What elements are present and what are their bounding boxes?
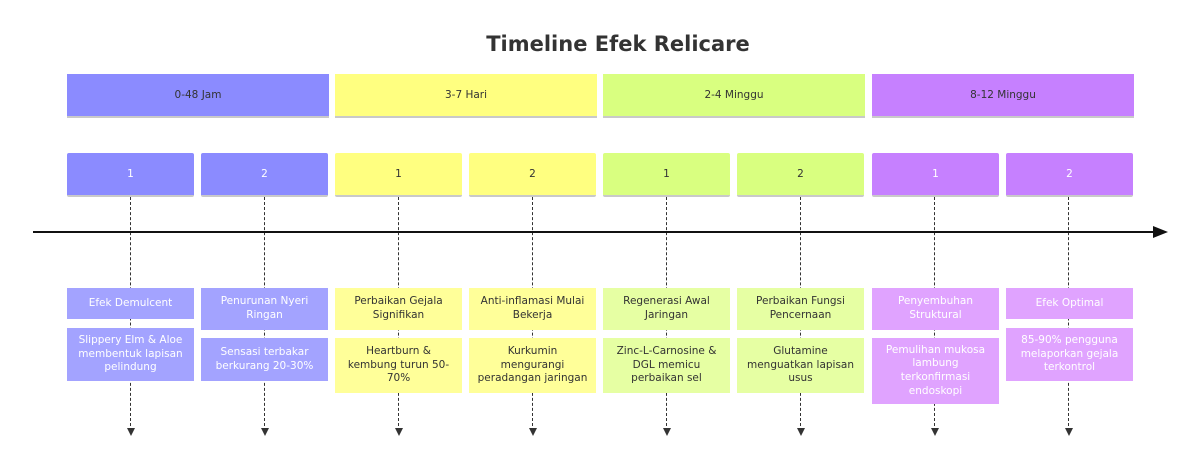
event-box: Efek Optimal — [1006, 288, 1133, 319]
period-box: 2 — [1006, 153, 1133, 197]
event-box: Perbaikan Gejala Signifikan — [335, 288, 462, 330]
diagram-title: Timeline Efek Relicare — [486, 32, 750, 56]
connector-arrowhead — [663, 428, 671, 436]
section-header-8-12-minggu: 8-12 Minggu — [872, 74, 1134, 118]
connector-arrowhead — [261, 428, 269, 436]
period-box: 1 — [335, 153, 462, 197]
event-box: Sensasi terbakar berkurang 20-30% — [201, 338, 328, 381]
connector-arrowhead — [1065, 428, 1073, 436]
section-header-0-48-jam: 0-48 Jam — [67, 74, 329, 118]
event-box: Heartburn & kembung turun 50-70% — [335, 338, 462, 393]
event-box: Anti-inflamasi Mulai Bekerja — [469, 288, 596, 330]
period-box: 1 — [872, 153, 999, 197]
event-box: Regenerasi Awal Jaringan — [603, 288, 730, 330]
event-box: Kurkumin mengurangi peradangan jaringan — [469, 338, 596, 393]
period-box: 2 — [469, 153, 596, 197]
connector-arrowhead — [797, 428, 805, 436]
event-box: Penyembuhan Struktural — [872, 288, 999, 330]
period-box: 1 — [603, 153, 730, 197]
connector-arrowhead — [127, 428, 135, 436]
section-header-2-4-minggu: 2-4 Minggu — [603, 74, 865, 118]
period-box: 2 — [737, 153, 864, 197]
connector-arrowhead — [529, 428, 537, 436]
event-box: Slippery Elm & Aloe membentuk lapisan pe… — [67, 328, 194, 381]
event-box: Penurunan Nyeri Ringan — [201, 288, 328, 330]
event-box: Zinc-L-Carnosine & DGL memicu perbaikan … — [603, 338, 730, 393]
period-box: 2 — [201, 153, 328, 197]
event-box: Efek Demulcent — [67, 288, 194, 319]
event-box: Pemulihan mukosa lambung terkonfirmasi e… — [872, 338, 999, 404]
timeline-axis-arrowhead — [1153, 226, 1168, 238]
event-box: Perbaikan Fungsi Pencernaan — [737, 288, 864, 330]
connector-arrowhead — [395, 428, 403, 436]
connector-arrowhead — [931, 428, 939, 436]
event-box: Glutamine menguatkan lapisan usus — [737, 338, 864, 393]
timeline-axis — [33, 231, 1155, 233]
section-header-3-7-hari: 3-7 Hari — [335, 74, 597, 118]
period-box: 1 — [67, 153, 194, 197]
event-box: 85-90% pengguna melaporkan gejala terkon… — [1006, 328, 1133, 381]
